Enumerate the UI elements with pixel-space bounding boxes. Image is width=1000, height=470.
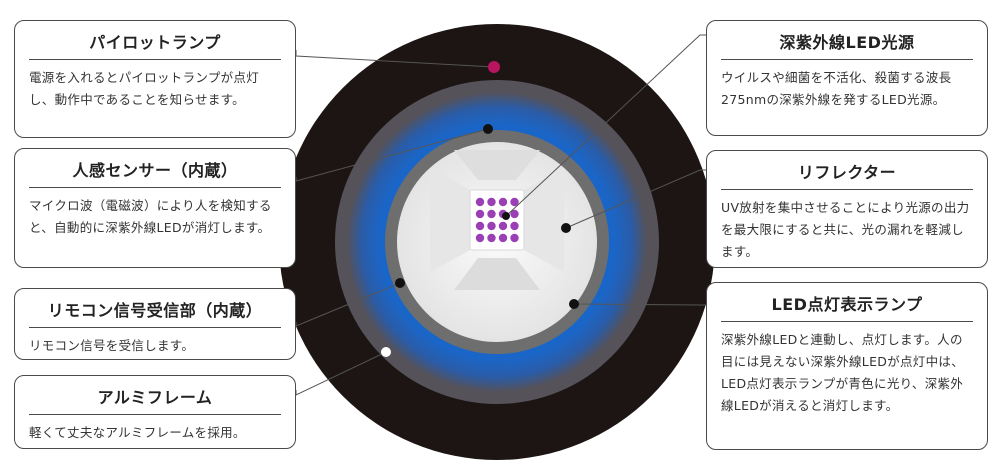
callout-reflector: リフレクター UV放射を集中させることにより光源の出力を最大限にすると共に、光の… <box>706 150 988 268</box>
uv-led-dot-cell <box>475 233 485 243</box>
uv-led-dot-cell <box>487 233 496 243</box>
indicator-dot <box>569 299 579 309</box>
callout-title: アルミフレーム <box>29 384 281 415</box>
uv-led-dot-cell <box>487 197 496 207</box>
leader-reflector <box>565 169 706 229</box>
leader-remote <box>295 282 401 327</box>
callout-uv-led-source: 深紫外線LED光源 ウイルスや細菌を不活化、殺菌する波長275nmの深紫外線を発… <box>706 20 988 136</box>
callout-body: 電源を入れるとパイロットランプが点灯し、動作中であることを知らせます。 <box>29 70 260 107</box>
uv-led-dot-cell <box>498 221 508 231</box>
callout-aluminum-frame: アルミフレーム 軽くて丈夫なアルミフレームを採用。 <box>14 375 296 449</box>
callout-body: 深紫外線LEDと連動し、点灯します。人の目には見えない深紫外線LEDが点灯中は、… <box>721 332 964 413</box>
reflector-facet <box>430 168 470 272</box>
leader-frame <box>295 351 387 396</box>
uv-led-dot-cell <box>487 221 496 231</box>
callout-body: 軽くて丈夫なアルミフレームを採用。 <box>29 425 246 440</box>
callout-body: リモコン信号を受信します。 <box>29 338 195 353</box>
callout-body: ウイルスや細菌を不活化、殺菌する波長275nmの深紫外線を発するLED光源。 <box>721 70 952 107</box>
leader-sensor <box>295 128 489 182</box>
frame-dot <box>381 347 391 357</box>
callout-pilot-lamp: パイロットランプ 電源を入れるとパイロットランプが点灯し、動作中であることを知ら… <box>14 20 296 138</box>
uv-led-dot-cell <box>487 209 496 219</box>
leader-indicator <box>573 303 706 306</box>
callout-title: 人感センサー（内蔵） <box>29 157 281 188</box>
leader-pilot <box>295 50 495 68</box>
uv-led-chip <box>469 189 525 251</box>
reflector-dot <box>561 223 571 233</box>
reflector-facet <box>454 258 540 290</box>
callout-title: リフレクター <box>721 159 973 190</box>
uv-led-dot-cell <box>498 197 508 207</box>
pilot-lamp-dot <box>488 61 500 73</box>
callout-title: リモコン信号受信部（内蔵） <box>29 297 281 328</box>
callout-led-indicator: LED点灯表示ランプ 深紫外線LEDと連動し、点灯します。人の目には見えない深紫… <box>706 282 988 450</box>
uv-led-dot-cell <box>510 221 519 231</box>
reflector-facet <box>454 150 540 180</box>
callout-title: パイロットランプ <box>29 29 281 60</box>
leader-uvled <box>505 34 706 217</box>
uv-led-dot-cell <box>498 233 508 243</box>
uv-led-array <box>475 197 519 243</box>
remote-receiver-dot <box>395 278 405 288</box>
uv-led-dot-cell <box>475 209 485 219</box>
callout-remote-receiver: リモコン信号受信部（内蔵） リモコン信号を受信します。 <box>14 288 296 360</box>
uv-led-dot <box>502 212 510 220</box>
callout-body: マイクロ波（電磁波）により人を検知すると、自動的に深紫外線LEDが消灯します。 <box>29 198 272 235</box>
callout-body: UV放射を集中させることにより光源の出力を最大限にすると共に、光の漏れを軽減しま… <box>721 200 970 259</box>
uv-led-dot-cell <box>475 221 485 231</box>
uv-led-dot-cell <box>475 197 485 207</box>
callout-title: 深紫外線LED光源 <box>721 29 973 60</box>
reflector-facet <box>524 168 564 272</box>
uv-led-dot-cell <box>510 197 519 207</box>
callout-title: LED点灯表示ランプ <box>721 291 973 322</box>
uv-led-dot-cell <box>510 233 519 243</box>
sensor-dot <box>483 124 493 134</box>
uv-led-dot-cell <box>510 209 519 219</box>
callout-human-sensor: 人感センサー（内蔵） マイクロ波（電磁波）により人を検知すると、自動的に深紫外線… <box>14 148 296 268</box>
